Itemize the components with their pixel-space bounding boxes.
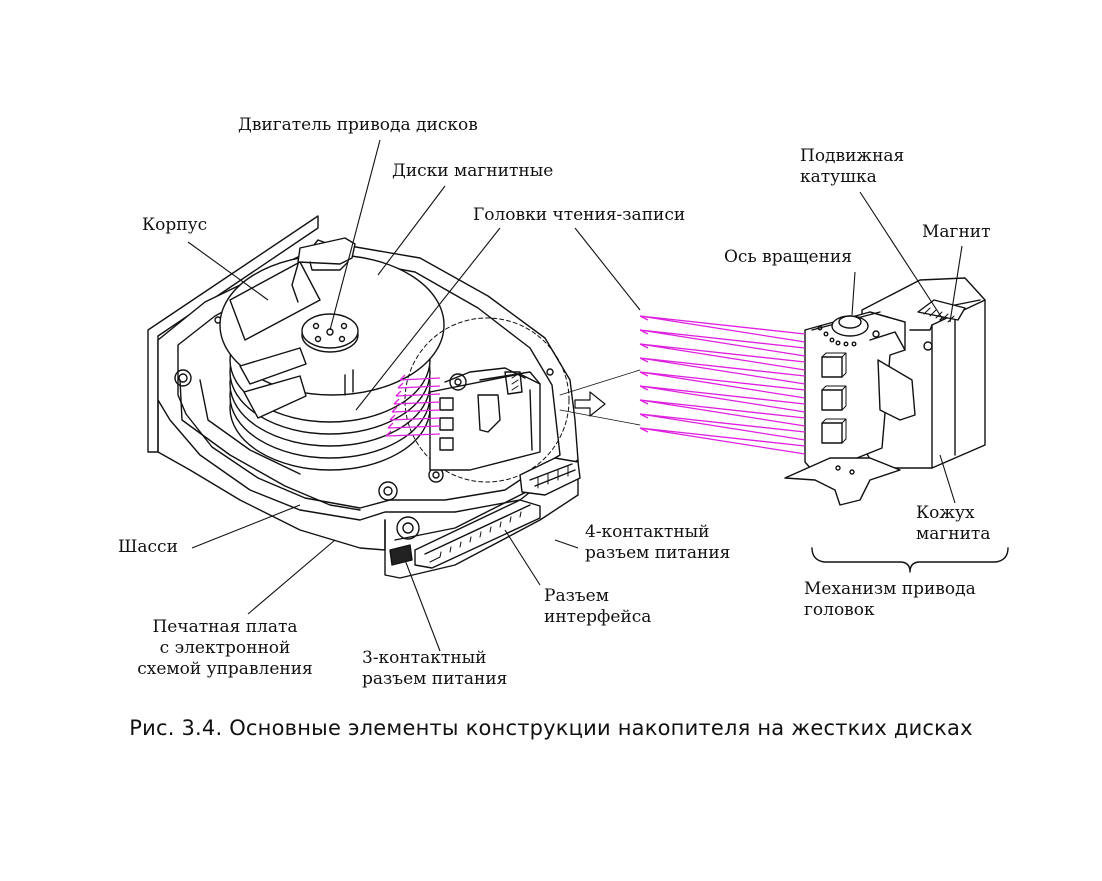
- label-interface-line2: интерфейса: [544, 607, 652, 627]
- zoom-arrow: [574, 391, 606, 417]
- label-interface-line1: Разъем: [544, 586, 609, 606]
- interface-connector: [414, 499, 541, 569]
- label-magnet-cover-line2: магнита: [916, 524, 991, 544]
- label-actuator-line2: головок: [804, 600, 875, 620]
- label-power3-line1: 3-контактный: [362, 648, 487, 668]
- label-pcb: Печатная плата с электронной схемой упра…: [115, 617, 335, 680]
- label-actuator: Механизм привода головок: [804, 579, 976, 621]
- chassis-screw: [378, 481, 398, 501]
- label-pcb-line3: схемой управления: [137, 659, 313, 679]
- label-interface: Разъем интерфейса: [544, 586, 651, 628]
- label-power4-line1: 4-контактный: [585, 522, 710, 542]
- read-write-heads-inset: [385, 374, 441, 437]
- read-write-heads-detail: [639, 315, 806, 455]
- label-coil-line1: Подвижная: [800, 146, 905, 166]
- head-actuator-detail: [784, 277, 986, 506]
- label-actuator-line1: Механизм привода: [804, 579, 976, 599]
- label-power4-line2: разъем питания: [585, 543, 731, 563]
- label-power3: 3-контактный разъем питания: [362, 648, 507, 690]
- label-magnet: Магнит: [922, 222, 991, 242]
- label-coil: Подвижная катушка: [800, 146, 904, 188]
- figure-caption: Рис. 3.4. Основные элементы конструкции …: [129, 716, 973, 740]
- label-axis: Ось вращения: [724, 247, 852, 267]
- chassis-screw: [174, 369, 192, 387]
- power-connector-4pin: [519, 457, 581, 496]
- head-actuator-inset: [429, 367, 541, 471]
- label-power3-line2: разъем питания: [362, 669, 508, 689]
- power-connector-3pin: [389, 544, 413, 566]
- label-pcb-line2: с электронной: [159, 638, 291, 658]
- label-case: Корпус: [142, 215, 208, 235]
- spindle-motor: [301, 313, 359, 396]
- label-magnet-cover: Кожух магнита: [916, 503, 990, 545]
- actuator-brace: [811, 547, 1009, 573]
- label-coil-line2: катушка: [800, 167, 877, 187]
- label-heads: Головки чтения-записи: [473, 205, 686, 225]
- label-pcb-line1: Печатная плата: [152, 617, 298, 637]
- label-power4: 4-контактный разъем питания: [585, 522, 730, 564]
- label-magnet-cover-line1: Кожух: [916, 503, 975, 523]
- label-chassis: Шасси: [118, 537, 178, 557]
- label-motor: Двигатель привода дисков: [238, 115, 478, 135]
- label-disks: Диски магнитные: [392, 161, 554, 181]
- leader-lines: [187, 139, 963, 652]
